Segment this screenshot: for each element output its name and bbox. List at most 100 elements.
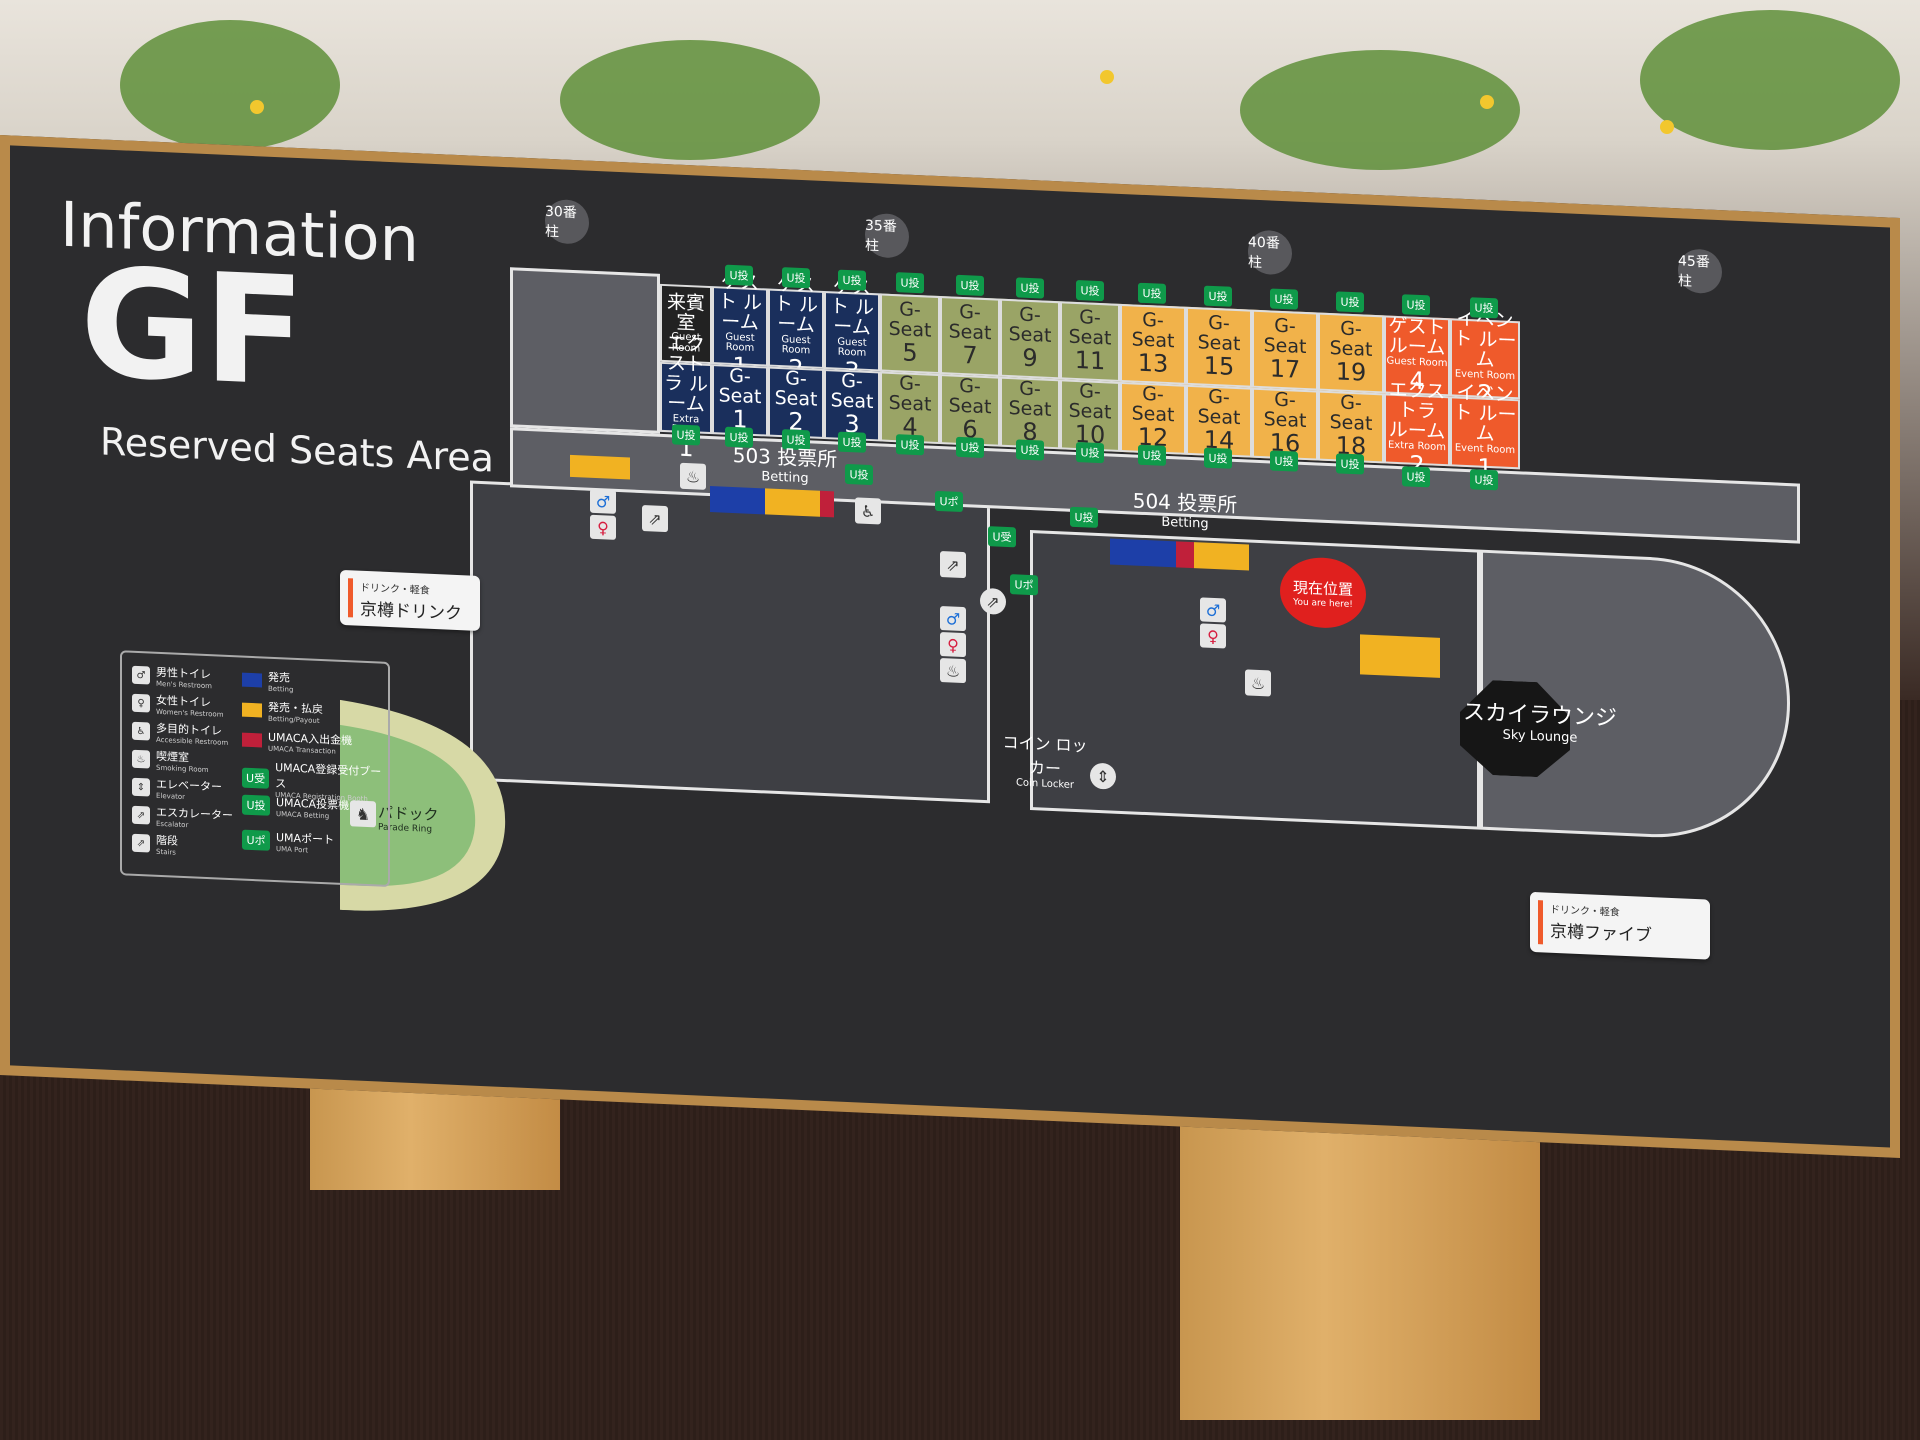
kyotaru-drink-counter xyxy=(570,454,630,480)
umaca-betting-badge: U投 xyxy=(1016,439,1044,461)
corridor-west xyxy=(510,267,660,434)
plant-decoration xyxy=(1240,50,1520,170)
board-subtitle: Reserved Seats Area xyxy=(100,419,494,481)
you-are-here-text: 現在位置 xyxy=(1292,577,1353,599)
elevator-icon: ⇕ xyxy=(1090,762,1116,790)
kyotaru-five-counter xyxy=(1360,634,1440,678)
tag-accent xyxy=(348,578,353,618)
board-panel: Information GF Reserved Seats Area 30番柱 … xyxy=(0,135,1900,1158)
female-restroom-icon: ♀ xyxy=(1200,623,1226,649)
stairs-icon: ⇗ xyxy=(940,551,966,579)
umaca-betting-badge: U投 xyxy=(1070,506,1098,528)
umaca-betting-badge: U投 xyxy=(1336,291,1364,313)
uma-port-badge: Uポ xyxy=(935,490,963,513)
umaca-betting-badge: U投 xyxy=(725,264,753,286)
escalator-icon: ⇗ xyxy=(132,805,150,825)
umaca-betting-badge: U投 xyxy=(1204,447,1232,469)
legend-swatch xyxy=(242,702,262,718)
you-are-here-text-en: You are here! xyxy=(1293,596,1353,610)
male-restroom-icon: ♂ xyxy=(590,488,616,514)
shop-tag-kyotaru-drink[interactable]: ドリンク・軽食 京樽ドリンク xyxy=(340,569,480,631)
umaca-betting-badge: U投 xyxy=(1470,469,1498,491)
umaca-transaction-machine xyxy=(1176,541,1194,569)
coin-locker-label: コイン ロッカー Coin Locker xyxy=(1000,729,1090,792)
betting-counter xyxy=(1110,538,1176,568)
escalator-icon: ⇗ xyxy=(980,587,1006,615)
legend-swatch xyxy=(242,672,262,688)
umaca-transaction-machine xyxy=(820,490,834,518)
flower-decoration xyxy=(1660,120,1674,134)
male-restroom-icon: ♂ xyxy=(940,606,966,632)
information-board: Information GF Reserved Seats Area 30番柱 … xyxy=(0,135,1920,1319)
umaca-betting-badge: U投 xyxy=(242,794,270,816)
betting-area-503: 503 投票所 Betting xyxy=(710,438,860,489)
shop-tag-kyotaru-five[interactable]: ドリンク・軽食 京樽ファイブ xyxy=(1530,891,1710,960)
tag-shop-name: 京樽ドリンク xyxy=(360,599,462,625)
female-restroom-icon: ♀ xyxy=(590,514,616,540)
umaca-betting-badge: U投 xyxy=(782,267,810,289)
female-restroom-icon: ♀ xyxy=(132,693,150,713)
coin-locker-text: コイン ロッカー xyxy=(1002,732,1088,779)
umaca-betting-badge: U投 xyxy=(956,436,984,458)
betting-counter xyxy=(710,485,765,515)
umaca-betting-badge: U投 xyxy=(1076,441,1104,464)
umaca-betting-badge: U投 xyxy=(838,269,866,291)
umaca-betting-badge: U投 xyxy=(1016,277,1044,299)
flower-decoration xyxy=(1480,95,1494,109)
main-hall-west xyxy=(470,480,990,804)
smoking-icon: ♨ xyxy=(940,658,966,684)
smoking-icon: ♨ xyxy=(132,749,150,769)
umaca-betting-badge: U投 xyxy=(1138,444,1166,466)
umaca-betting-badge: U投 xyxy=(1402,294,1430,316)
pillar-marker: 40番柱 xyxy=(1248,229,1292,276)
flower-decoration xyxy=(250,100,264,114)
smoking-icon: ♨ xyxy=(680,462,706,490)
umaca-betting-badge: U投 xyxy=(1336,453,1364,475)
plant-decoration xyxy=(120,20,340,150)
floor-label: GF xyxy=(80,236,306,421)
uma-port-badge: Uポ xyxy=(242,829,270,851)
betting-area-504: 504 投票所 Betting xyxy=(1110,483,1260,534)
umaca-betting-badge: U投 xyxy=(1470,297,1498,319)
umaca-registration-badge: U受 xyxy=(988,526,1016,548)
umaca-betting-badge: U投 xyxy=(1204,285,1232,307)
umaca-betting-badge: U投 xyxy=(1402,466,1430,488)
tag-category: ドリンク・軽食 xyxy=(1550,904,1620,919)
male-restroom-icon: ♂ xyxy=(132,665,150,685)
